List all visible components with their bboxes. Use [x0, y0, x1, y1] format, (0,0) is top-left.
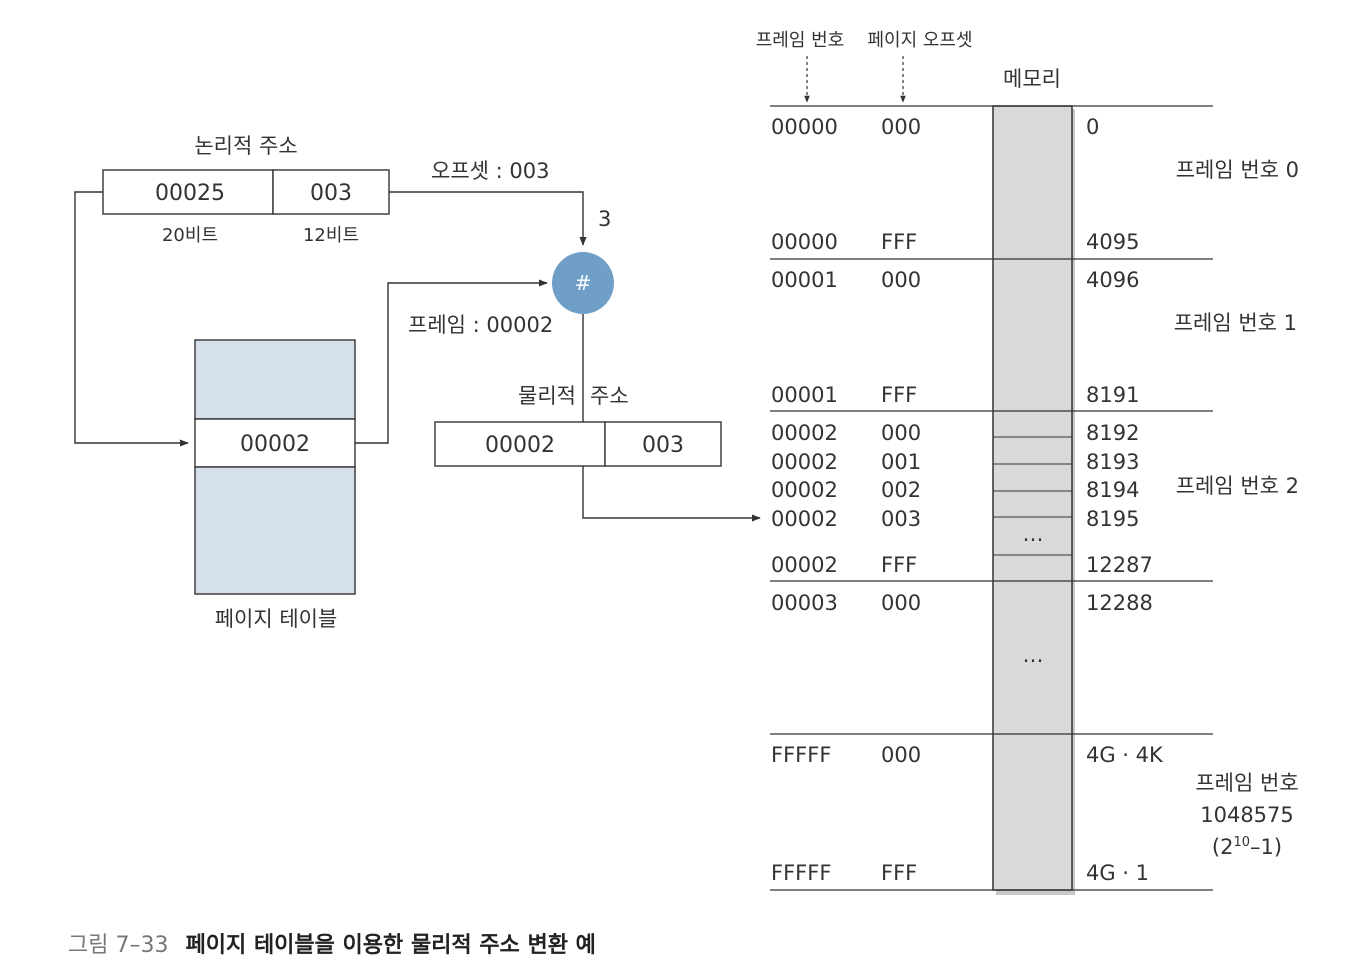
row-offset: FFF — [881, 230, 917, 254]
row-frame: 00002 — [771, 507, 838, 531]
page-index-arrow — [74, 191, 189, 447]
row-offset: FFF — [881, 553, 917, 577]
frame0-label: 프레임 번호 0 — [1176, 158, 1299, 182]
page-table-entry-value: 00002 — [240, 432, 310, 457]
offset-annotation: 오프셋 : 003 — [431, 159, 549, 183]
memory-row: 00001 000 4096 — [771, 268, 1139, 292]
row-offset: 003 — [881, 507, 921, 531]
frame-arrow — [355, 279, 548, 444]
row-offset: 001 — [881, 450, 921, 474]
row-offset: 000 — [881, 268, 921, 292]
row-frame: 00000 — [771, 230, 838, 254]
row-offset: 000 — [881, 115, 921, 139]
page-offset-header: 페이지 오프셋 — [867, 30, 972, 51]
formula-tail: –1) — [1250, 835, 1282, 859]
row-address: 4096 — [1086, 268, 1139, 292]
row-address: 8194 — [1086, 478, 1139, 502]
frame1-label: 프레임 번호 1 — [1174, 311, 1297, 335]
row-offset: 000 — [881, 421, 921, 445]
logical-address-label: 논리적 주소 — [194, 134, 297, 158]
row-frame: 00001 — [771, 383, 838, 407]
row-address: 4G · 1 — [1086, 861, 1149, 885]
row-address: 0 — [1086, 115, 1099, 139]
hash-node-icon — [552, 252, 614, 314]
page-table-bottom — [194, 466, 356, 595]
memory-row: 00002 003 8195 — [771, 507, 1139, 531]
memory-row: 00000 FFF 4095 — [771, 230, 1139, 254]
frame2-label: 프레임 번호 2 — [1176, 474, 1299, 498]
memory-ellipsis: … — [1023, 522, 1044, 546]
page-table-entry — [194, 418, 356, 468]
row-address: 8195 — [1086, 507, 1139, 531]
memory-row: 00002 001 8193 — [771, 450, 1139, 474]
physical-offset-cell — [604, 421, 722, 467]
physical-frame-value: 00002 — [485, 433, 555, 458]
row-frame: 00000 — [771, 115, 838, 139]
memory-row: FFFFF 000 4G · 4K — [771, 743, 1164, 767]
physical-frame-cell — [434, 421, 606, 467]
row-address: 8192 — [1086, 421, 1139, 445]
row-frame: FFFFF — [771, 743, 831, 767]
row-address: 8191 — [1086, 383, 1139, 407]
formula-base: (2 — [1212, 835, 1234, 859]
memory-row: 00002 FFF 12287 — [771, 553, 1153, 577]
physical-to-memory-arrow — [582, 466, 761, 522]
row-offset: 002 — [881, 478, 921, 502]
memory-row: FFFFF FFF 4G · 1 — [771, 861, 1149, 885]
frame-annotation: 프레임 : 00002 — [408, 313, 553, 337]
row-address: 4G · 4K — [1086, 743, 1164, 767]
row-frame: 00002 — [771, 421, 838, 445]
page-table-top — [194, 339, 356, 420]
memory-row: 00002 002 8194 — [771, 478, 1139, 502]
row-frame: 00003 — [771, 591, 838, 615]
row-offset: FFF — [881, 383, 917, 407]
row-frame: 00001 — [771, 268, 838, 292]
memory-row: 00002 000 8192 — [771, 421, 1139, 445]
row-frame: 00002 — [771, 553, 838, 577]
logical-page-value: 00025 — [155, 181, 225, 206]
row-address: 8193 — [1086, 450, 1139, 474]
memory-row: 00003 000 12288 — [771, 591, 1153, 615]
row-address: 12288 — [1086, 591, 1153, 615]
memory-ellipsis: … — [1023, 643, 1044, 667]
row-frame: FFFFF — [771, 861, 831, 885]
figure-number: 그림 7–33 — [68, 933, 168, 958]
row-address: 4095 — [1086, 230, 1139, 254]
memory-bar — [992, 105, 1073, 891]
last-frame-label: 프레임 번호 — [1195, 771, 1298, 795]
figure-caption: 그림 7–33 페이지 테이블을 이용한 물리적 주소 변환 예 — [68, 933, 596, 958]
page-table-label: 페이지 테이블 — [215, 607, 338, 631]
physical-address-label: 물리적 — [518, 384, 576, 408]
memory-label: 메모리 — [1003, 67, 1061, 91]
row-offset: FFF — [881, 861, 917, 885]
logical-offset-value: 003 — [310, 181, 352, 206]
memory-row: 00000 000 0 — [771, 115, 1099, 139]
last-frame-formula: (210–1) — [1212, 835, 1282, 859]
logical-offset-cell — [272, 169, 390, 215]
frame-number-header: 프레임 번호 — [756, 30, 845, 51]
row-frame: 00002 — [771, 450, 838, 474]
offset-arrow — [389, 191, 587, 246]
figure-title: 페이지 테이블을 이용한 물리적 주소 변환 예 — [186, 933, 596, 958]
bits12-label: 12비트 — [303, 225, 359, 246]
last-frame-number: 1048575 — [1200, 803, 1294, 827]
row-offset: 000 — [881, 743, 921, 767]
offset-value-label: 3 — [598, 207, 611, 231]
bits20-label: 20비트 — [162, 225, 218, 246]
formula-exponent: 10 — [1233, 835, 1250, 850]
row-offset: 000 — [881, 591, 921, 615]
hash-node-symbol: # — [575, 271, 592, 295]
row-frame: 00002 — [771, 478, 838, 502]
physical-address-label-2: 주소 — [590, 384, 629, 408]
row-address: 12287 — [1086, 553, 1153, 577]
memory-row: 00001 FFF 8191 — [771, 383, 1139, 407]
physical-offset-value: 003 — [642, 433, 684, 458]
